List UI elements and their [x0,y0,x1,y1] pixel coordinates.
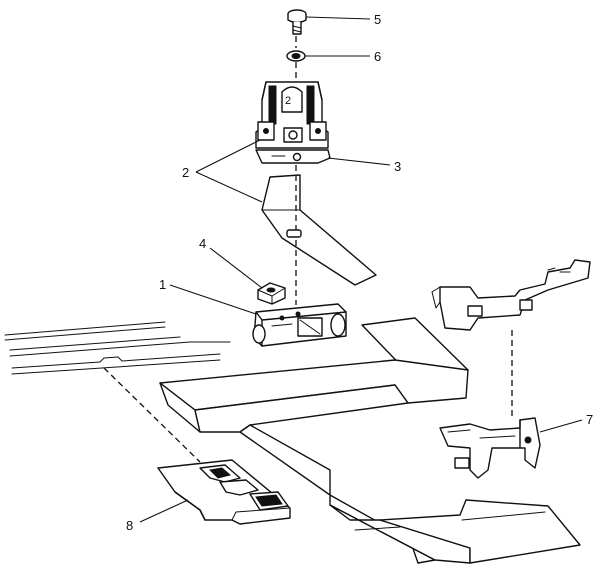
callout-1: 1 [159,277,166,292]
svg-text:2: 2 [285,95,291,107]
gasket-plate [255,149,331,164]
callout-3: 3 [394,159,401,174]
callout-4: 4 [199,236,206,251]
bracket-housing: 2 [255,81,329,149]
latch-bracket [439,417,541,479]
hex-nut [257,282,286,305]
carrier-block [252,303,347,347]
frame-rail [4,321,231,375]
screw [287,9,307,35]
washer [286,50,306,62]
assembly-lines [103,36,513,463]
callout-labels: 5 6 2 3 4 1 7 8 [126,12,593,533]
callout-8: 8 [126,518,133,533]
guide-plate [261,174,377,286]
callout-2: 2 [182,165,189,180]
upper-rail-fragment [431,259,591,331]
callout-7: 7 [586,412,593,427]
callout-5: 5 [374,12,381,27]
callout-6: 6 [374,49,381,64]
ribbon-cable [159,317,581,564]
leader-lines [139,16,583,523]
base-plate [157,459,291,525]
